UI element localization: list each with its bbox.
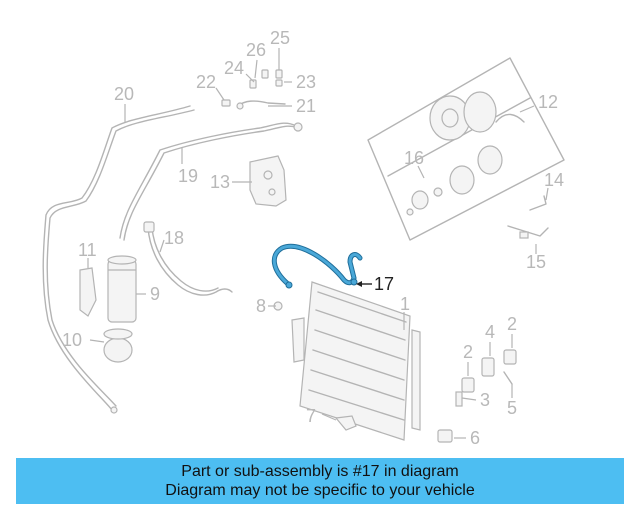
part-12-compressor-assembly (367, 57, 565, 241)
part-21-line (236, 100, 286, 110)
callout-10: 10 (62, 330, 82, 350)
part-13-bracket (249, 155, 287, 207)
part-19-ac-line (119, 122, 303, 241)
callout-15: 15 (526, 252, 546, 272)
part-17-hose-highlighted[interactable] (271, 243, 363, 289)
callout-17: 17 (374, 274, 394, 294)
callout-11: 11 (78, 240, 97, 260)
part-20-ac-line (42, 105, 195, 414)
part-11-bracket (79, 267, 97, 317)
callout-4: 4 (485, 322, 495, 342)
callout-19: 19 (178, 166, 198, 186)
callout-9: 9 (150, 284, 160, 304)
caption-line-1: Part or sub-assembly is #17 in diagram (181, 463, 459, 480)
callout-23: 23 (296, 72, 316, 92)
part-9-drier (107, 255, 137, 323)
callout-6: 6 (470, 428, 480, 448)
callout-5: 5 (507, 398, 517, 418)
callout-18: 18 (164, 228, 184, 248)
callout-13: 13 (210, 172, 230, 192)
callout-25: 25 (270, 28, 290, 48)
callout-22: 22 (196, 72, 216, 92)
callout-7: 7 (306, 406, 316, 426)
callout-2b: 2 (507, 314, 517, 334)
parts-22-26-fasteners (221, 69, 283, 107)
diagram-caption-banner: Part or sub-assembly is #17 in diagram D… (16, 458, 624, 504)
callout-14: 14 (544, 170, 564, 190)
callout-12: 12 (538, 92, 558, 112)
callout-1: 1 (400, 294, 410, 314)
callout-8: 8 (256, 296, 266, 316)
callout-24: 24 (224, 58, 244, 78)
part-18-hose (143, 221, 233, 296)
parts-2-8-hardware (273, 301, 517, 443)
leader-lines (87, 48, 549, 439)
callout-26: 26 (246, 40, 266, 60)
callout-16: 16 (404, 148, 424, 168)
caption-line-2: Diagram may not be specific to your vehi… (165, 482, 475, 499)
part-1-condenser (291, 281, 421, 441)
parts-14-15-valves (507, 195, 549, 239)
part-10-cap (103, 328, 133, 363)
callout-3: 3 (480, 390, 490, 410)
parts-diagram: 20 19 18 13 22 24 26 25 23 21 12 16 14 1… (42, 28, 565, 448)
callout-2a: 2 (463, 342, 473, 362)
callout-21: 21 (296, 96, 316, 116)
callout-20: 20 (114, 84, 134, 104)
